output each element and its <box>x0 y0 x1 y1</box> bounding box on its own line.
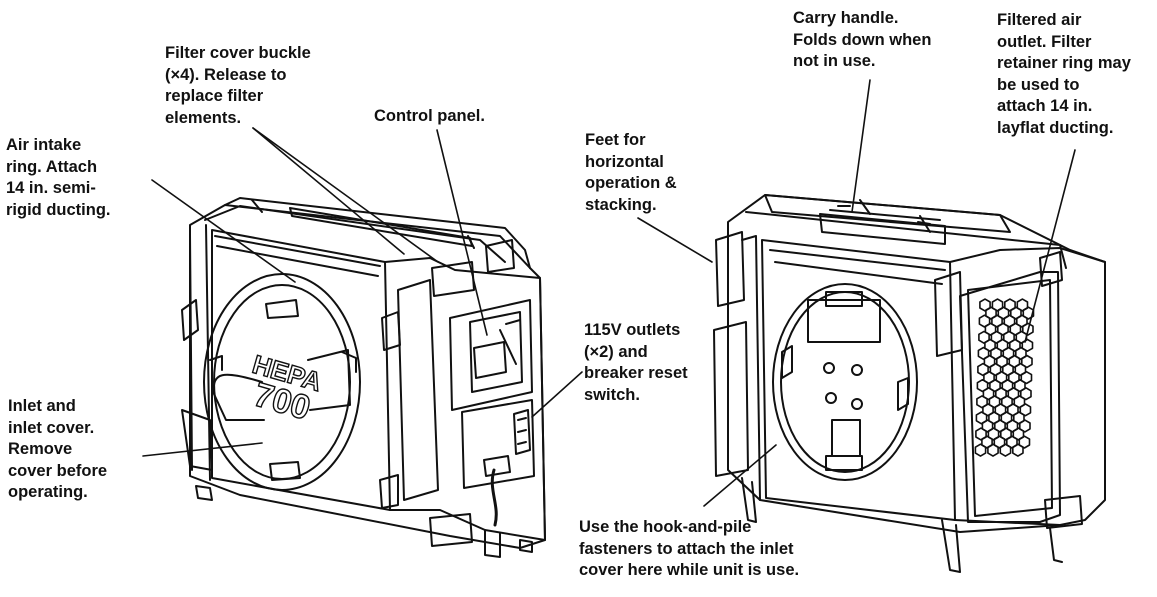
grille-cell <box>1002 346 1015 361</box>
callout-control-panel: Control panel. <box>374 107 485 125</box>
grille-cell <box>1009 306 1022 320</box>
grille-cell <box>983 354 996 369</box>
callout-carry-handle: Carry handle. Folds down when not in use… <box>793 9 932 70</box>
grille-cell <box>1009 322 1022 336</box>
callout-outlets: 115V outlets (×2) and breaker reset swit… <box>584 321 688 404</box>
grille-cell <box>1001 362 1014 377</box>
callout-hook-pile: Use the hook-and-pile fasteners to attac… <box>579 518 800 579</box>
leader-hook <box>703 444 777 507</box>
grille-cell <box>978 330 990 345</box>
rear-plate-fastener <box>823 362 835 374</box>
grille-cell <box>1020 370 1033 385</box>
grille-cell <box>983 370 995 385</box>
leader-outlets <box>531 371 583 418</box>
grille-cell <box>1003 314 1016 328</box>
callout-filtered-outlet: Filtered air outlet. Filter retainer rin… <box>997 11 1131 137</box>
grille-cell <box>1002 330 1015 345</box>
leader-control <box>436 129 488 336</box>
grille-cell <box>1000 395 1013 409</box>
carry-handle <box>819 213 946 245</box>
grille-cell <box>985 306 997 320</box>
grille-cell <box>984 338 996 353</box>
grille-cell <box>979 298 991 312</box>
grille-cell <box>1005 435 1018 449</box>
grille-cell <box>977 346 990 361</box>
front-unit <box>181 197 546 558</box>
grille-cell <box>1015 314 1028 328</box>
grille-cell <box>1007 386 1020 401</box>
hex-grid <box>974 298 1035 457</box>
grille-cell <box>974 443 987 457</box>
inlet-ring <box>203 273 361 491</box>
grille-cell <box>1000 411 1013 425</box>
grille-cell <box>1013 378 1026 393</box>
grille-cell <box>1011 443 1024 457</box>
grille-cell <box>1012 427 1025 441</box>
callout-filter-buckle: Filter cover buckle (×4). Release to rep… <box>165 44 311 127</box>
leader-handle <box>851 79 871 213</box>
grille-cell <box>1018 435 1031 449</box>
hepa-logo: HEPA 700 <box>249 348 326 428</box>
leader-air-intake <box>151 179 296 283</box>
grille-cell <box>1008 354 1021 369</box>
rear-plate <box>772 283 918 481</box>
grille-cell <box>977 362 989 377</box>
grille-cell <box>976 378 989 393</box>
grille-cell <box>1016 298 1029 312</box>
outlet-grille <box>959 271 1061 523</box>
grille-cell <box>1019 403 1032 417</box>
grille-cell <box>975 411 988 425</box>
grille-cell <box>982 386 995 401</box>
grille-cell <box>1012 411 1025 425</box>
outlet-box <box>461 399 535 489</box>
grille-cell <box>1021 322 1034 336</box>
grille-cell <box>1001 378 1014 393</box>
leader-feet <box>637 217 713 263</box>
grille-cell <box>1014 346 1027 361</box>
grille-cell <box>1006 419 1019 433</box>
leader-filtered <box>1024 149 1076 343</box>
grille-cell <box>1003 298 1016 312</box>
grille-cell <box>1007 370 1020 385</box>
grille-cell <box>987 443 999 457</box>
callout-inlet-cover: Inlet and inlet cover. Remove cover befo… <box>8 397 108 501</box>
leader-inlet <box>142 442 263 457</box>
grille-cell <box>976 395 988 409</box>
grille-cell <box>978 314 991 328</box>
control-panel-display <box>473 341 507 379</box>
grille-cell <box>984 322 997 336</box>
grille-cell <box>1008 338 1021 353</box>
grille-cell <box>982 403 994 417</box>
grille-cell <box>1006 403 1019 417</box>
grille-cell <box>975 427 987 441</box>
grille-cell <box>1014 362 1027 377</box>
grille-cell <box>999 427 1012 441</box>
leader-buckle-2 <box>252 127 405 255</box>
grille-cell <box>1019 386 1032 401</box>
grille-cell <box>981 435 993 449</box>
grille-cell <box>1020 354 1033 369</box>
grille-cell <box>1021 338 1034 353</box>
grille-cell <box>999 443 1012 457</box>
grille-cell <box>981 419 994 433</box>
control-panel-housing <box>449 299 533 411</box>
callout-air-intake: Air intake ring. Attach 14 in. semi- rig… <box>6 136 111 219</box>
grille-cell <box>1013 395 1026 409</box>
grille-cell <box>1018 419 1031 433</box>
leader-buckle-1 <box>252 127 439 263</box>
callout-feet: Feet for horizontal operation & stacking… <box>585 131 677 214</box>
leader-lines <box>142 79 1076 507</box>
